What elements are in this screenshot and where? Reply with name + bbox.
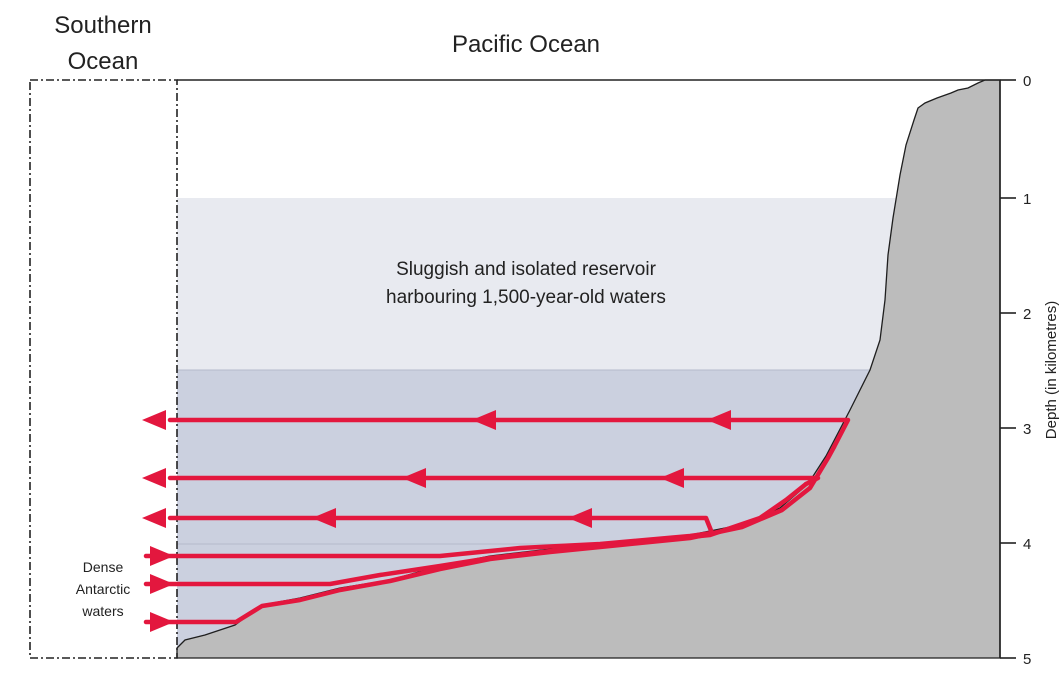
flow-arrows: [143, 417, 851, 625]
arrowhead-middle-right: [660, 468, 684, 488]
return-path-middle: [167, 475, 821, 487]
antarctic-label-line3: waters: [81, 603, 123, 619]
arrowhead-middle-mid: [402, 468, 426, 488]
inflow-arrowhead-2: [150, 574, 174, 594]
arrowhead-lower-mid: [312, 508, 336, 528]
depth-tick-label-1: 1: [1023, 191, 1031, 208]
arrowhead-upper-left: [142, 410, 166, 430]
southern-ocean-title-line2: Ocean: [68, 48, 139, 75]
southern-ocean-title-line1: Southern: [54, 12, 151, 39]
antarctic-label-line1: Dense: [83, 559, 124, 575]
depth-tick-label-4: 4: [1023, 536, 1031, 553]
inflow-arrowhead-3: [150, 612, 174, 632]
reservoir-label-line2: harbouring 1,500-year-old waters: [386, 287, 666, 308]
depth-axis-title: Depth (in kilometres): [1043, 301, 1060, 439]
reservoir-label-line1: Sluggish and isolated reservoir: [396, 259, 656, 280]
inflow-arrowhead-1: [150, 546, 174, 566]
return-path-upper: [167, 417, 851, 450]
arrowhead-lower-left: [142, 508, 166, 528]
reservoir-band: [177, 198, 1000, 370]
depth-axis-ticks: [1000, 79, 1016, 659]
pacific-ocean-title: Pacific Ocean: [452, 31, 600, 58]
flow-arrowheads: [142, 410, 731, 632]
arrowhead-upper-mid: [472, 410, 496, 430]
arrowhead-upper-right: [707, 410, 731, 430]
inflow-path-3: [143, 444, 837, 625]
depth-tick-label-3: 3: [1023, 421, 1031, 438]
depth-tick-label-0: 0: [1023, 73, 1031, 90]
antarctic-label-line2: Antarctic: [76, 581, 130, 597]
arrowhead-lower-right: [568, 508, 592, 528]
arrowhead-middle-left: [142, 468, 166, 488]
return-path-lower: [167, 515, 715, 536]
depth-tick-label-2: 2: [1023, 306, 1031, 323]
southern-ocean-box: [29, 79, 178, 659]
depth-tick-label-5: 5: [1023, 651, 1031, 668]
